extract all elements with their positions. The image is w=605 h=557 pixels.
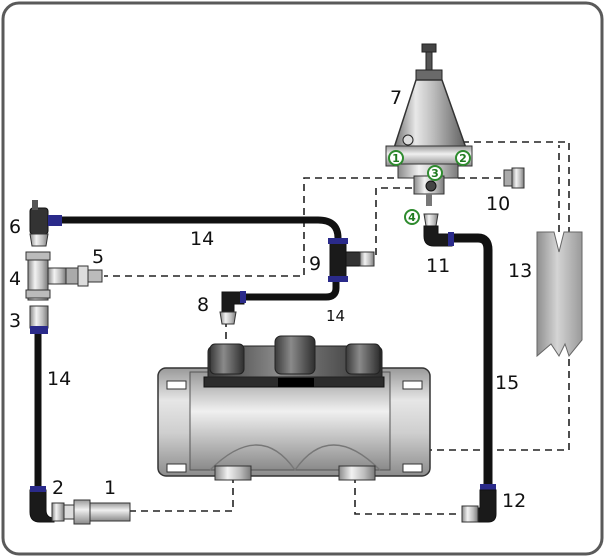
fittings: [25, 167, 525, 525]
port-1-marker: 1: [388, 150, 404, 166]
port-2-label: 2: [459, 152, 467, 165]
callout-2: 2: [52, 477, 64, 499]
port-3-marker: 3: [427, 165, 443, 181]
component-13: [536, 231, 583, 358]
callout-11: 11: [426, 255, 450, 277]
callout-10: 10: [486, 193, 510, 215]
callout-6: 6: [9, 216, 21, 238]
callout-4: 4: [9, 268, 21, 290]
callout-labels: 1 2 3 4 5 6 7 8 9 10 11 12 13 14 14 14 1…: [9, 87, 532, 512]
callout-1: 1: [104, 477, 116, 499]
callout-3: 3: [9, 310, 21, 332]
callout-14-middle: 14: [326, 307, 345, 325]
port-2-marker: 2: [455, 150, 471, 166]
port-4-label: 4: [408, 211, 416, 224]
callout-13: 13: [508, 260, 532, 282]
main-valve: [157, 335, 431, 481]
callout-8: 8: [197, 294, 209, 316]
callout-14-top: 14: [190, 228, 214, 250]
callout-12: 12: [502, 490, 526, 512]
callout-15: 15: [495, 372, 519, 394]
port-3-label: 3: [431, 167, 439, 180]
port-4-marker: 4: [404, 209, 420, 225]
callout-7: 7: [390, 87, 402, 109]
callout-14-left: 14: [47, 368, 71, 390]
callout-5: 5: [92, 246, 104, 268]
tubes: [34, 216, 493, 490]
pilot-ports: 1 2 3 4: [388, 150, 471, 225]
callout-9: 9: [309, 253, 321, 275]
port-1-label: 1: [392, 152, 400, 165]
